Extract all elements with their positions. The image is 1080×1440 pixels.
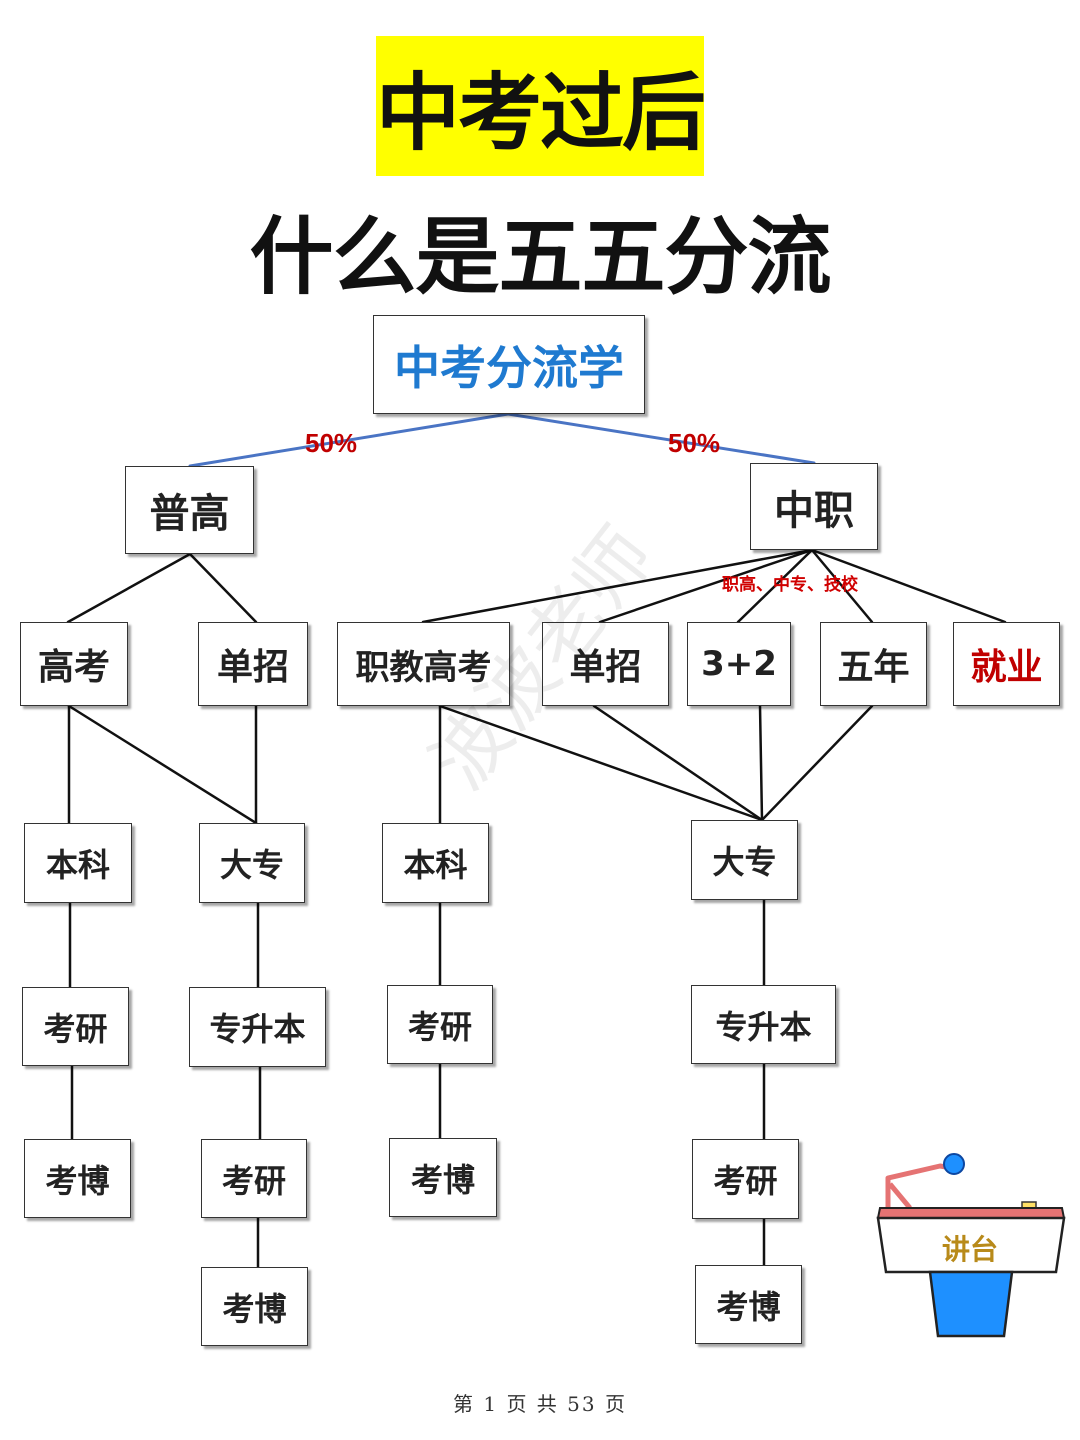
g-bachelor-label: 本科 bbox=[45, 846, 110, 884]
g-assoc-master-label: 考研 bbox=[221, 1161, 286, 1200]
subtitle: 什么是五五分流 bbox=[249, 207, 831, 306]
g-assoc-phd-label: 考博 bbox=[222, 1289, 287, 1328]
edge-general-gaokao bbox=[66, 552, 192, 624]
node-voc-gaokao: 职教高考 bbox=[337, 622, 510, 706]
node-v-assoc-master: 考研 bbox=[692, 1139, 799, 1219]
v-master-label: 考研 bbox=[407, 1007, 472, 1046]
node-3plus2: 3+2 bbox=[687, 622, 791, 706]
node-g-associate: 大专 bbox=[199, 823, 305, 903]
node-5year: 五年 bbox=[820, 622, 927, 706]
edge-voc-3plus2 bbox=[736, 548, 814, 624]
page-footer: 第 1 页 共 53 页 bbox=[453, 1392, 627, 1416]
main-title: 中考过后 bbox=[376, 63, 706, 162]
node-general-single: 单招 bbox=[198, 622, 308, 706]
general-single-label: 单招 bbox=[216, 647, 289, 688]
edge-root-general bbox=[188, 412, 510, 468]
g-phd-label: 考博 bbox=[45, 1161, 110, 1200]
node-vocational: 中职 bbox=[750, 463, 878, 550]
node-voc-single: 单招 bbox=[542, 622, 669, 706]
v-associate-label: 大专 bbox=[712, 843, 777, 881]
v-bachelor-label: 本科 bbox=[403, 846, 468, 884]
edge-root-vocational bbox=[506, 412, 816, 465]
node-g-upgrade: 专升本 bbox=[189, 987, 326, 1067]
node-v-bachelor: 本科 bbox=[382, 823, 489, 903]
general-high-label: 普高 bbox=[149, 491, 230, 537]
node-g-master: 考研 bbox=[22, 987, 129, 1066]
node-v-assoc-phd: 考博 bbox=[695, 1265, 802, 1344]
g-associate-label: 大专 bbox=[219, 846, 284, 884]
g-master-label: 考研 bbox=[43, 1009, 108, 1048]
three-plus-two-label: 3+2 bbox=[701, 644, 777, 684]
podium-label: 讲台 bbox=[941, 1233, 998, 1266]
node-v-associate: 大专 bbox=[691, 820, 798, 900]
edge-voc-5year bbox=[810, 548, 874, 624]
vocational-sublabel: 职高、中专、技校 bbox=[722, 575, 858, 595]
left-percent: 50% bbox=[305, 428, 358, 458]
node-v-upgrade: 专升本 bbox=[691, 985, 836, 1064]
root-label: 中考分流学 bbox=[394, 340, 624, 395]
employment-label: 就业 bbox=[970, 647, 1043, 688]
vocational-label: 中职 bbox=[774, 487, 854, 534]
gaokao-label: 高考 bbox=[37, 647, 110, 688]
node-v-phd: 考博 bbox=[389, 1138, 497, 1217]
edge-general-single bbox=[188, 552, 258, 624]
right-percent: 50% bbox=[668, 428, 721, 458]
node-g-assoc-master: 考研 bbox=[201, 1139, 307, 1218]
v-assoc-master-label: 考研 bbox=[713, 1162, 778, 1200]
node-gaokao: 高考 bbox=[20, 622, 128, 706]
edge-voc-single bbox=[598, 548, 814, 624]
node-employment: 就业 bbox=[953, 622, 1060, 706]
edge-5year-associate bbox=[760, 704, 874, 822]
node-general-high: 普高 bbox=[125, 466, 254, 554]
voc-gaokao-label: 职教高考 bbox=[355, 647, 492, 688]
v-assoc-phd-label: 考博 bbox=[716, 1287, 781, 1326]
voc-single-label: 单招 bbox=[569, 647, 642, 688]
v-phd-label: 考博 bbox=[410, 1160, 475, 1199]
edge-voc-gaokao bbox=[421, 548, 814, 624]
edge-voc-employment bbox=[810, 548, 1007, 624]
edge-vsingle-associate bbox=[592, 704, 764, 822]
v-upgrade-label: 专升本 bbox=[715, 1007, 812, 1046]
main-title-box: 中考过后 bbox=[376, 36, 706, 176]
node-g-bachelor: 本科 bbox=[24, 823, 132, 903]
podium-icon bbox=[876, 1153, 1066, 1338]
root-node: 中考分流学 bbox=[373, 315, 645, 414]
edge-3plus2-associate bbox=[758, 704, 764, 822]
node-g-assoc-phd: 考博 bbox=[201, 1267, 308, 1346]
edge-gaokao-associate bbox=[67, 704, 258, 825]
node-g-phd: 考博 bbox=[24, 1139, 131, 1218]
node-v-master: 考研 bbox=[387, 985, 493, 1064]
edge-vgaokao-associate bbox=[438, 704, 764, 822]
g-upgrade-label: 专升本 bbox=[209, 1010, 306, 1048]
five-year-label: 五年 bbox=[837, 647, 910, 688]
